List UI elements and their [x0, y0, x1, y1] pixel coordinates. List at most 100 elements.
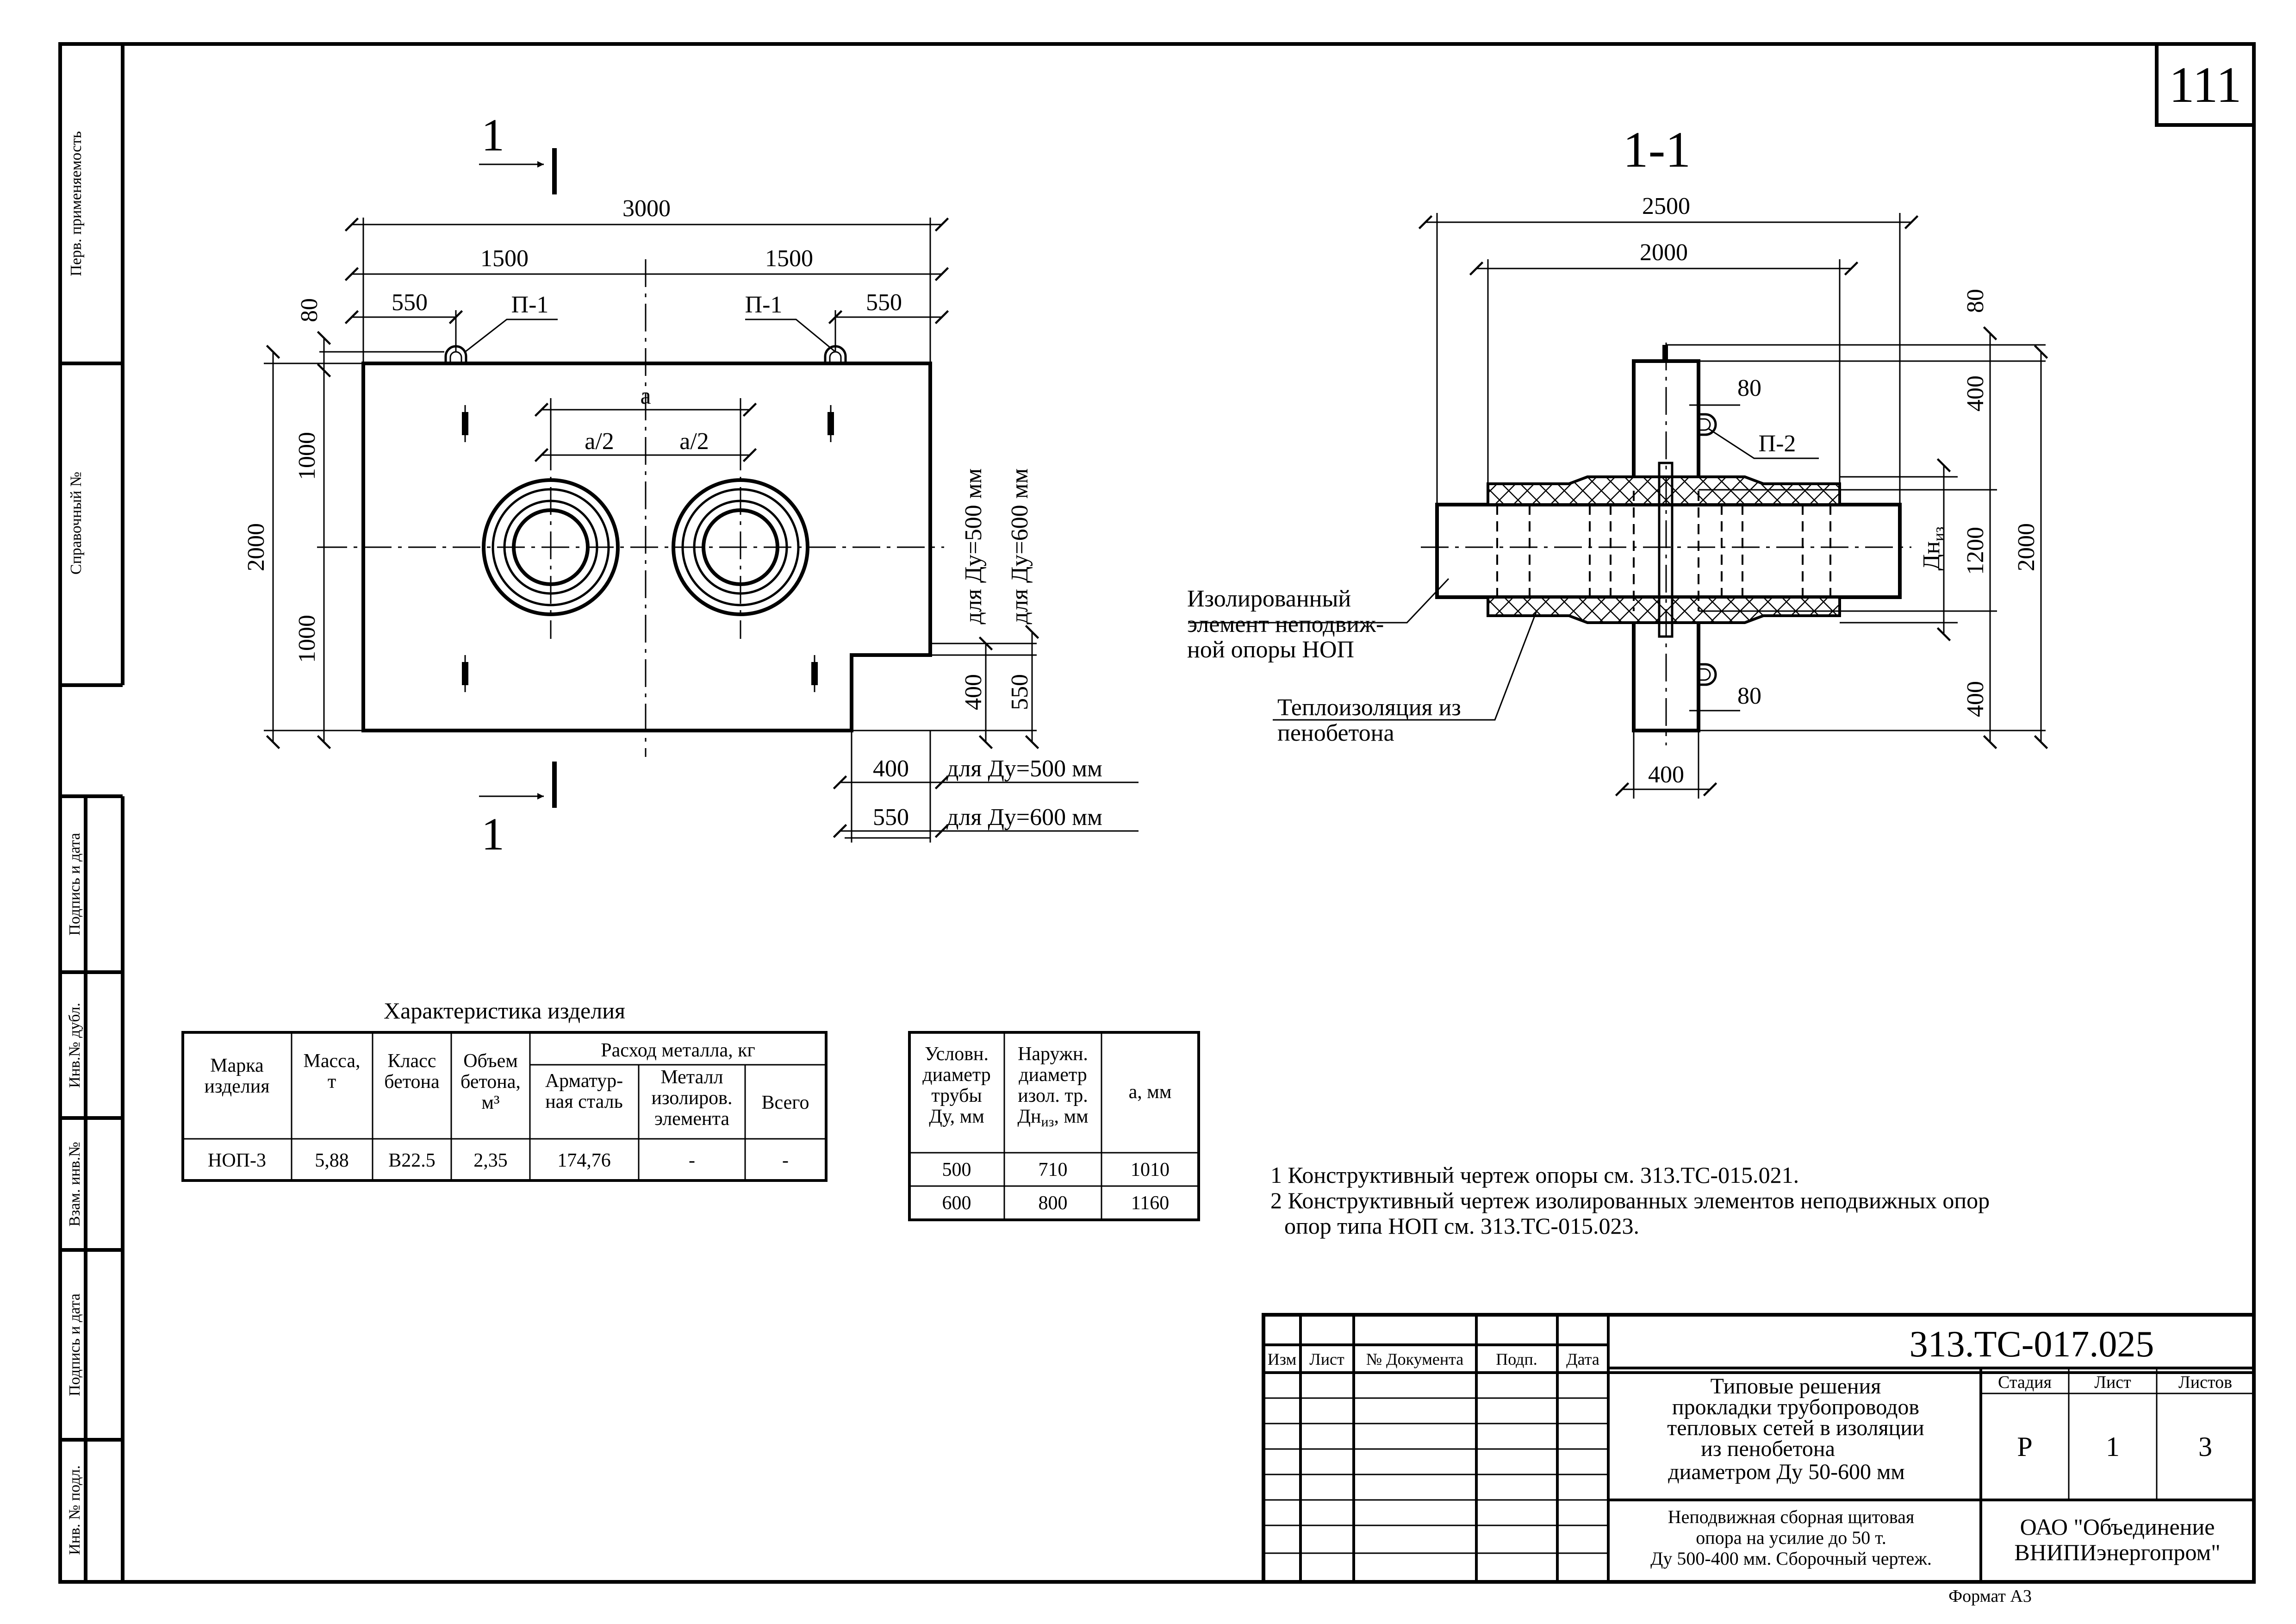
cell-dn: 600 [942, 1193, 971, 1214]
project-title: Типовые решения прокладки трубопроводов … [1667, 1374, 1924, 1484]
th-a: а, мм [1129, 1081, 1172, 1103]
diameter-table: Условн. диаметр трубы Ду, мм Наружн. диа… [908, 1031, 1200, 1221]
bolt-mark-top-right [828, 405, 834, 442]
dim-a-half-left: а/2 [585, 428, 614, 455]
section-mark-bottom: 1 [479, 762, 557, 860]
pipe-left [482, 398, 620, 639]
p1-left-label: П-1 [511, 292, 549, 318]
label-du500-vertical: для Ду=500 мм [960, 468, 987, 625]
stamp-label-signature-1: Подпись и дата [66, 833, 83, 936]
th-metal-group: Расход металла, кг [601, 1040, 755, 1061]
left-stamp: Перв. применяемость Справочный № Подпись… [66, 131, 85, 1555]
stamp-label-first-use: Перв. применяемость [68, 131, 85, 276]
dim-half-right: 1500 [765, 245, 813, 272]
th-outer-unit: , мм [1054, 1106, 1088, 1127]
th-outer-line1: Наружн. [1018, 1043, 1088, 1065]
plan-dimensions: 3000 1500 1500 550 550 80 2000 [243, 195, 1139, 843]
th-outer-sub: из [1041, 1114, 1054, 1130]
cell-total: - [782, 1150, 789, 1171]
insulated-element-line-3: ной опоры НОП [1187, 637, 1354, 663]
header-change: Изм [1268, 1350, 1297, 1368]
bolt-mark-bottom-left [462, 655, 468, 692]
insulated-element-line-1: Изолированный [1187, 586, 1351, 612]
label-du500: для Ду=500 мм [946, 756, 1102, 782]
format-label: Формат А3 [1948, 1587, 2032, 1606]
dim-height-total: 2000 [243, 523, 269, 571]
drawing-title: Неподвижная сборная щитовая опора на уси… [1650, 1506, 1932, 1569]
dim-offset-right: 550 [866, 289, 902, 316]
cell-metal-insulated: - [689, 1150, 695, 1171]
th-mark-line1: Марка [210, 1055, 264, 1076]
sheet-header: Лист [2094, 1373, 2131, 1392]
dim-total-width: 3000 [622, 195, 671, 222]
cell-dn: 500 [942, 1159, 971, 1181]
th-outer-line2: диаметр [1019, 1064, 1087, 1086]
table-row: НОП-3 5,88 В22.5 2,35 174,76 - - [208, 1150, 789, 1171]
dim-p2-80-bottom: 80 [1737, 683, 1761, 709]
project-title-line-1: Типовые решения [1711, 1374, 1881, 1399]
cell-mark: НОП-3 [208, 1150, 266, 1171]
project-title-line-4: из пенобетона [1701, 1437, 1835, 1461]
dim-height-upper: 1000 [294, 432, 320, 480]
th-rebar-line1: Арматур- [545, 1070, 623, 1092]
section-dimensions: 2500 2000 80 400 1200 400 2000 [1418, 193, 2048, 799]
drawing-title-line-2: опора на усилие до 50 т. [1696, 1527, 1886, 1548]
table-row: 500 710 1010 [942, 1159, 1170, 1181]
section-mark-top-number: 1 [481, 109, 504, 161]
stamp-label-dup-inv: Инв.№ дубл. [66, 1003, 83, 1088]
section-view: 1-1 [1187, 121, 2048, 799]
th-volume-line1: Объем [463, 1050, 518, 1072]
insulation-line-2: пенобетона [1277, 720, 1394, 746]
product-table: Характеристика изделия Марка изделия Мас… [181, 998, 828, 1182]
drawing-title-line-3: Ду 500-400 мм. Сборочный чертеж. [1650, 1548, 1932, 1569]
change-headers: Изм Лист № Документа Подп. Дата [1268, 1350, 1599, 1368]
header-sheet: Лист [1309, 1350, 1344, 1368]
insulation-bottom [1487, 596, 1841, 624]
th-class-line2: бетона [384, 1071, 440, 1093]
dim-height-lower: 1000 [294, 615, 320, 663]
sheet-number: 111 [2169, 56, 2242, 113]
dim-notch-width-400: 400 [873, 756, 909, 782]
stage-value: Р [2017, 1431, 2032, 1462]
dim-p2-80-top: 80 [1737, 375, 1761, 401]
dim-top-offset: 80 [296, 298, 323, 322]
th-outer-dn: Дн [1017, 1106, 1041, 1127]
label-du600-vertical: для Ду=600 мм [1007, 468, 1033, 625]
sheets-header: Листов [2178, 1373, 2232, 1392]
dim-section-height-1200: 1200 [1962, 527, 1989, 575]
th-volume-line2: бетона, [460, 1071, 521, 1093]
notes: 1 Конструктивный чертеж опоры см. 313.ТС… [1270, 1162, 1990, 1239]
insulated-element-label: Изолированный элемент неподвиж- ной опор… [1187, 586, 1384, 663]
pipe-body [1435, 503, 1902, 599]
dim-a-half-right: а/2 [679, 428, 709, 455]
dim-section-bottom-400: 400 [1962, 681, 1989, 717]
bolt-mark-bottom-right [811, 655, 818, 692]
lifting-loop-p2-bottom [1699, 663, 1717, 686]
organization-line-2: ВНИПИэнергопром" [2014, 1539, 2220, 1565]
sheet-value: 1 [2106, 1431, 2120, 1462]
header-date: Дата [1566, 1350, 1599, 1368]
th-total: Всего [762, 1092, 809, 1113]
th-metal-ins-line3: элемента [654, 1108, 729, 1130]
cell-rebar: 174,76 [557, 1150, 611, 1171]
stamp-label-original-inv: Инв. № подл. [66, 1465, 83, 1555]
bolt-marks [462, 405, 834, 692]
th-dn-line4: Ду, мм [929, 1106, 984, 1127]
dim-half-left: 1500 [480, 245, 529, 272]
sheet-frame [58, 42, 2256, 1584]
header-signature: Подп. [1496, 1350, 1537, 1368]
th-dn-line2: диаметр [922, 1064, 991, 1086]
th-mass-line1: Масса, [304, 1050, 361, 1072]
th-dn-line3: трубы [931, 1085, 982, 1106]
dim-section-width-inner: 2000 [1640, 239, 1688, 266]
th-mass-line2: т [328, 1071, 336, 1093]
note-2-continued: опор типа НОП см. 313.ТС-015.023. [1284, 1213, 1639, 1239]
project-title-line-3: тепловых сетей в изоляции [1667, 1416, 1924, 1440]
th-outer-line4: Дниз, мм [1017, 1106, 1088, 1130]
dim-dn-subscript: из [1930, 527, 1948, 542]
insulation-line-1: Теплоизоляция из [1277, 694, 1461, 721]
dim-section-top-400: 400 [1962, 375, 1989, 412]
p1-right-label: П-1 [745, 292, 783, 318]
stage-header: Стадия [1998, 1373, 2052, 1392]
